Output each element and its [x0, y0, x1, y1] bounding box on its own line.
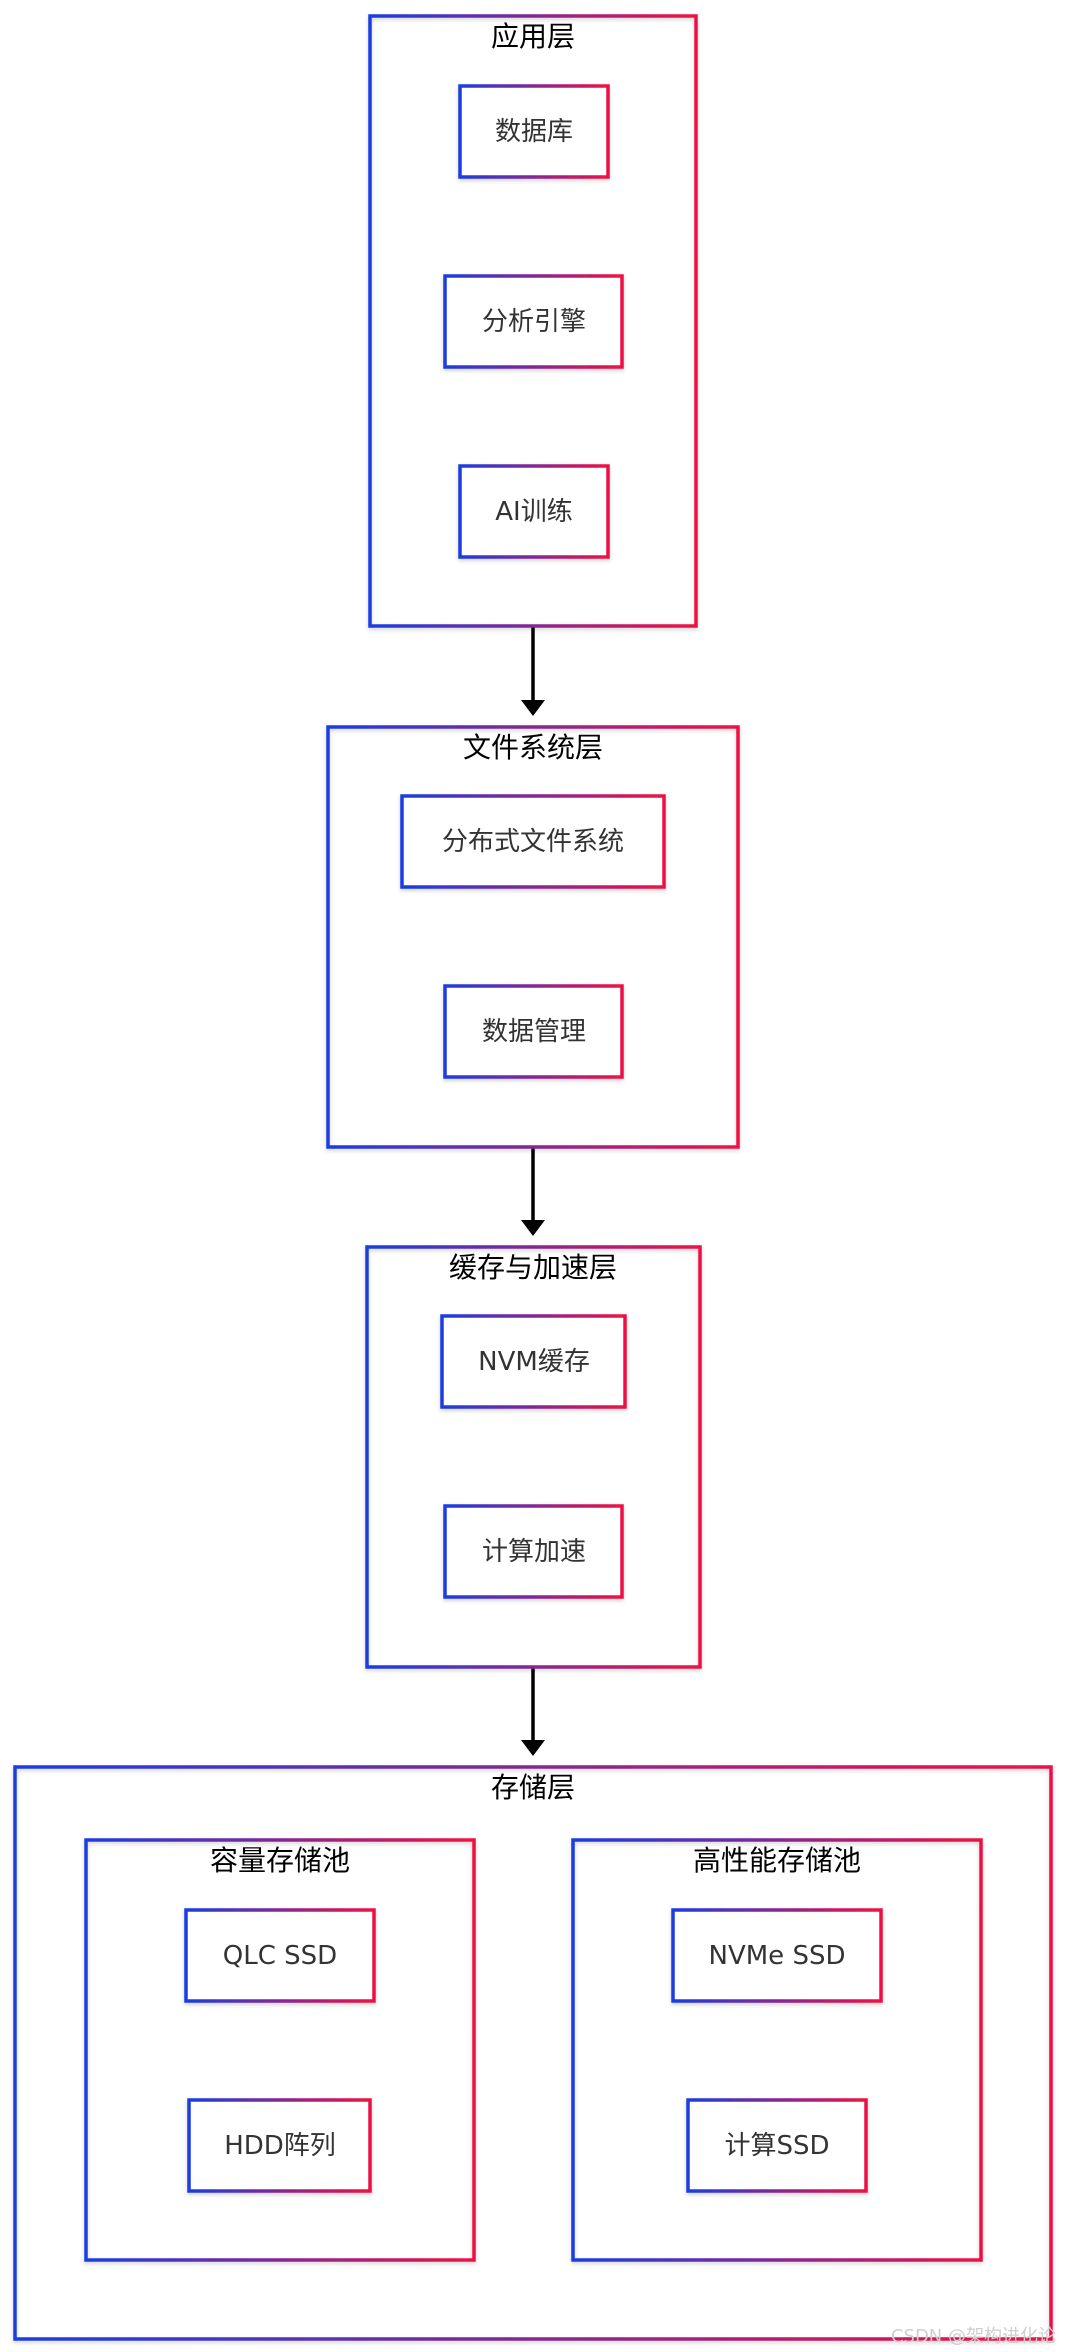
pool-frame	[571, 1838, 983, 2262]
component-label: 分布式文件系统	[442, 827, 624, 857]
pool-capacity: 容量存储池 QLC SSD HDD阵列	[84, 1838, 476, 2262]
component-label: HDD阵列	[224, 2131, 336, 2161]
component-label: 计算加速	[482, 1537, 586, 1567]
component-label: NVMe SSD	[709, 1941, 846, 1971]
component-box	[443, 1504, 624, 1599]
layer-storage: 存储层 容量存储池 QLC SSD HDD阵列 高性能存储池 NVMe SSD …	[13, 1765, 1053, 2341]
component-label: 数据管理	[482, 1017, 586, 1047]
component-box	[187, 2098, 372, 2193]
pool-title: 高性能存储池	[693, 1844, 861, 1877]
component-label: AI训练	[495, 497, 572, 527]
arrows	[521, 627, 545, 1756]
component-box	[458, 84, 610, 179]
layer-filesystem: 文件系统层 分布式文件系统 数据管理	[326, 725, 740, 1149]
component-box	[671, 1908, 883, 2003]
layer-title: 文件系统层	[463, 731, 603, 764]
component-box	[184, 1908, 376, 2003]
layer-cache-acceleration: 缓存与加速层 NVM缓存 计算加速	[365, 1245, 702, 1669]
component-label: 计算SSD	[724, 2131, 829, 2161]
layer-title: 缓存与加速层	[449, 1251, 617, 1284]
layer-title: 存储层	[491, 1771, 575, 1804]
component-label: QLC SSD	[223, 1941, 337, 1971]
component-box	[440, 1314, 627, 1409]
layer-frame	[13, 1765, 1053, 2341]
layer-frame	[326, 725, 740, 1149]
layer-frame	[365, 1245, 702, 1669]
component-label: 数据库	[495, 117, 573, 147]
arrowhead-icon	[521, 700, 545, 716]
component-box	[458, 464, 610, 559]
component-box	[686, 2098, 868, 2193]
pool-frame	[84, 1838, 476, 2262]
component-box	[400, 794, 666, 889]
arrowhead-icon	[521, 1740, 545, 1756]
component-label: 分析引擎	[482, 307, 586, 337]
component-box	[443, 984, 624, 1079]
component-box	[443, 274, 624, 369]
component-label: NVM缓存	[478, 1347, 590, 1377]
layer-application: 应用层 数据库 分析引擎 AI训练	[368, 14, 698, 628]
pool-title: 容量存储池	[210, 1844, 350, 1877]
arrowhead-icon	[521, 1220, 545, 1236]
pool-performance: 高性能存储池 NVMe SSD 计算SSD	[571, 1838, 983, 2262]
layer-frame	[368, 14, 698, 628]
layer-title: 应用层	[491, 20, 575, 53]
watermark: CSDN @架构进化论	[890, 2326, 1056, 2347]
